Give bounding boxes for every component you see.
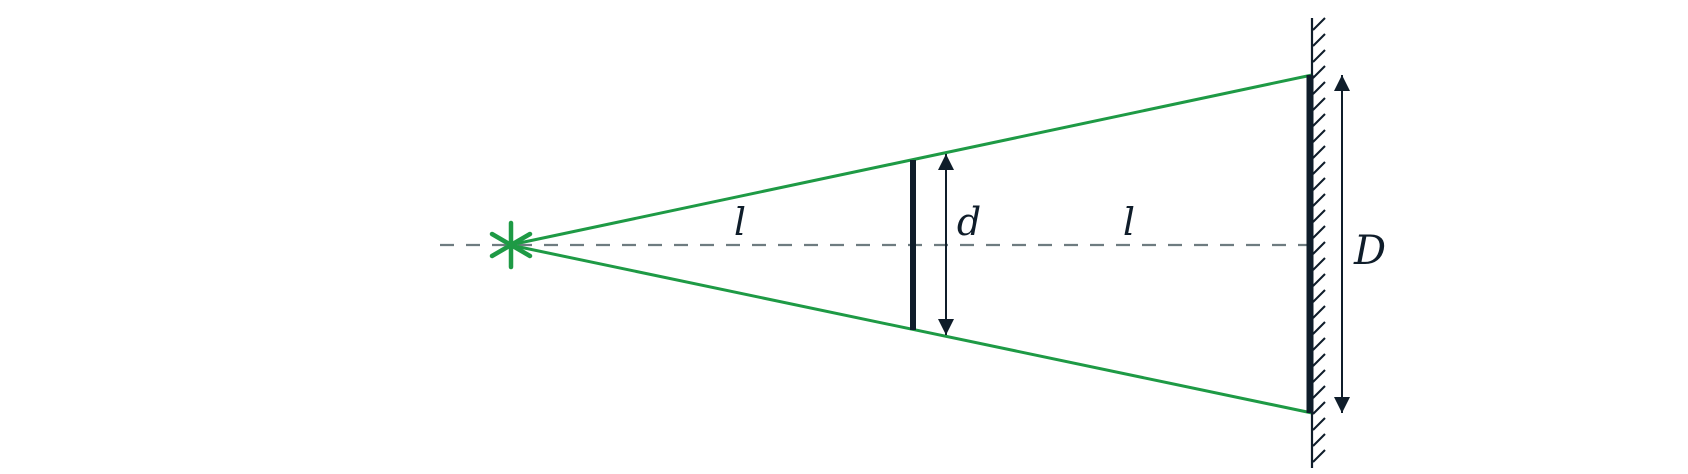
label-l-source-obstacle: l xyxy=(734,200,746,244)
hatch-mark xyxy=(1312,289,1326,303)
hatch-mark xyxy=(1312,257,1326,271)
hatch-mark xyxy=(1312,97,1326,111)
hatch-mark xyxy=(1312,209,1326,223)
hatch-mark xyxy=(1312,145,1326,159)
hatch-mark xyxy=(1312,241,1326,255)
hatch-mark xyxy=(1312,353,1326,367)
label-d-obstacle: d xyxy=(957,200,981,244)
label-l-obstacle-screen: l xyxy=(1123,200,1135,244)
hatch-mark xyxy=(1312,449,1326,463)
hatch-mark xyxy=(1312,49,1326,63)
light-source-icon xyxy=(489,220,533,270)
hatch-mark xyxy=(1312,193,1326,207)
hatch-mark xyxy=(1312,65,1326,79)
wall-hatching xyxy=(1312,17,1326,463)
hatch-mark xyxy=(1312,17,1326,31)
hatch-mark xyxy=(1312,273,1326,287)
hatch-mark xyxy=(1312,305,1326,319)
label-D-shadow: D xyxy=(1353,228,1386,274)
hatch-mark xyxy=(1312,113,1326,127)
hatch-mark xyxy=(1312,321,1326,335)
hatch-mark xyxy=(1312,177,1326,191)
hatch-mark xyxy=(1312,337,1326,351)
hatch-mark xyxy=(1312,417,1326,431)
hatch-mark xyxy=(1312,225,1326,239)
hatch-mark xyxy=(1312,401,1326,415)
hatch-mark xyxy=(1312,369,1326,383)
hatch-mark xyxy=(1312,33,1326,47)
hatch-mark xyxy=(1312,161,1326,175)
hatch-mark xyxy=(1312,385,1326,399)
hatch-mark xyxy=(1312,433,1326,447)
hatch-mark xyxy=(1312,129,1326,143)
hatch-mark xyxy=(1312,81,1326,95)
